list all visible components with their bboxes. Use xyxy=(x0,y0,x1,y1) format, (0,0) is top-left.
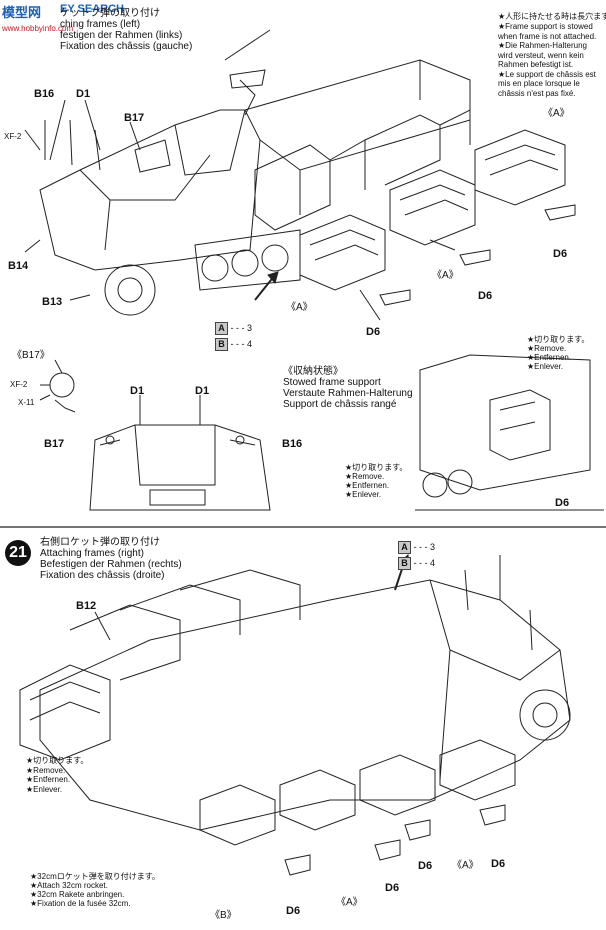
detail-b17-title: 《B17》 xyxy=(12,350,50,361)
part21-label-d6c: D6 xyxy=(418,860,433,872)
key-a-box: A xyxy=(215,322,228,335)
cut-note-en-2: ★Remove. xyxy=(345,472,385,481)
step20-note-en: ★Frame support is stowed when frame is n… xyxy=(498,22,597,41)
search-watermark: EY SEARCH xyxy=(60,3,124,15)
callout-a-right: 《A》 xyxy=(432,270,459,281)
step20-title-en: ching frames (left) xyxy=(60,19,141,30)
step20-title-de: festigen der Rahmen (links) xyxy=(60,30,183,41)
key21-b-value: 4 xyxy=(430,558,436,568)
step21-rocket-note: ★32cmロケット弾を取り付けます。 ★Attach 32cm rocket. … xyxy=(30,872,160,908)
rear-label-b17: B17 xyxy=(44,438,65,450)
key-b-dashes: - - - xyxy=(230,339,245,349)
part-label-d6-1: D6 xyxy=(366,326,381,338)
rocket-note-fr: ★Fixation de la fusée 32cm. xyxy=(30,899,131,908)
step21-title-en: Attaching frames (right) xyxy=(40,548,144,559)
key21-a-box: A xyxy=(398,541,411,554)
step20-title-fr: Fixation des châssis (gauche) xyxy=(60,41,193,52)
cut21-note-fr: ★Enlever. xyxy=(26,784,63,794)
step20-note-text: ★Frame support is stowed when frame is n… xyxy=(498,22,602,98)
rear-view-drawing xyxy=(89,395,271,511)
stowed-label-d6: D6 xyxy=(555,497,570,509)
part-label-b17: B17 xyxy=(124,112,145,124)
part21-label-d6d: D6 xyxy=(491,858,506,870)
key21-a-dashes: - - - xyxy=(413,542,428,552)
step21-title-jp: 右側ロケット弾の取り付け xyxy=(40,537,160,548)
step20-key-a: A - - - 3 xyxy=(215,322,252,335)
key21-b-box: B xyxy=(398,557,411,570)
b17-detail-drawing xyxy=(39,359,76,413)
rear-label-d1b: D1 xyxy=(195,385,210,397)
rocket-note-jp: ★32cmロケット弾を取り付けます。 xyxy=(30,872,160,881)
part-label-d1: D1 xyxy=(76,88,91,100)
callout21-a2: 《A》 xyxy=(452,860,479,871)
part-label-d6-2: D6 xyxy=(478,290,493,302)
stowed-title-de: Verstaute Rahmen-Halterung xyxy=(283,388,413,399)
part-label-d6-3: D6 xyxy=(553,248,568,260)
cut-note-jp-2: ★切り取ります。 xyxy=(345,463,408,472)
cut-note-fr-2: ★Enlever. xyxy=(345,490,382,499)
stowed-title-jp: 《収納状態》 xyxy=(283,366,343,377)
step-number-21: 21 xyxy=(5,540,31,566)
callout21-a1: 《A》 xyxy=(336,897,363,908)
key-b-value: 4 xyxy=(247,339,253,349)
site-logo: 模型网 xyxy=(2,5,42,20)
key21-b-dashes: - - - xyxy=(413,558,428,568)
key-b-box: B xyxy=(215,338,228,351)
step20-cut-note-top: ★切り取ります。 ★Remove. ★Entfernen. ★Enlever. xyxy=(527,335,589,371)
part21-label-d6b: D6 xyxy=(385,882,400,894)
part-label-b12: B12 xyxy=(76,600,97,612)
cut21-note-jp: ★切り取ります。 xyxy=(26,756,89,765)
cut-note-de: ★Entfernen. xyxy=(527,353,572,362)
step20-note-jp: ★人形に持たせる時は長穴ます。 xyxy=(498,12,606,21)
detail-x11: X-11 xyxy=(18,398,35,407)
part-label-b14: B14 xyxy=(8,260,29,272)
rocket-note-de: ★32cm Rakete anbringen. xyxy=(30,890,125,899)
halftrack-right-drawing xyxy=(19,553,571,876)
step21-cut-note: ★切り取ります。 ★Remove. ★Entfernen. ★Enlever. xyxy=(26,756,88,794)
step20-cut-note-bottom: ★切り取ります。 ★Remove. ★Entfernen. ★Enlever. xyxy=(345,463,407,499)
cut-note-jp: ★切り取ります。 xyxy=(527,335,590,344)
paint-label-xf2: XF-2 xyxy=(4,132,22,141)
rear-label-d1a: D1 xyxy=(130,385,145,397)
stowed-title-fr: Support de châssis rangé xyxy=(283,399,397,410)
rocket-note-en: ★Attach 32cm rocket. xyxy=(30,881,108,890)
step21-key-a: A - - - 3 xyxy=(398,541,435,554)
cut21-note-de: ★Entfernen. xyxy=(26,775,71,784)
part21-label-d6a: D6 xyxy=(286,905,301,917)
key-a-value: 3 xyxy=(247,323,253,333)
site-url: www.hobbyinfo.com xyxy=(2,24,74,33)
key21-a-value: 3 xyxy=(430,542,436,552)
step20-note-fr: ★Le support de châssis est mis en place … xyxy=(498,69,596,98)
halftrack-left-drawing xyxy=(24,29,576,321)
cut-note-de-2: ★Entfernen. xyxy=(345,481,390,490)
cut-note-fr: ★Enlever. xyxy=(527,362,564,371)
callout-a-top: 《A》 xyxy=(543,108,570,119)
step20-note-de: ★Die Rahmen-Halterung wird versteut, wen… xyxy=(498,41,587,69)
step20-key-b: B - - - 4 xyxy=(215,338,252,351)
cut-note-en: ★Remove. xyxy=(527,344,567,353)
step21-key-b: B - - - 4 xyxy=(398,557,435,570)
part-label-b16: B16 xyxy=(34,88,55,100)
stowed-support-drawing xyxy=(415,354,604,511)
step21-title-de: Befestigen der Rahmen (rechts) xyxy=(40,559,182,570)
detail-xf2: XF-2 xyxy=(10,380,28,389)
callout21-b: 《B》 xyxy=(210,910,237,921)
step20-title-jp: ケットプ弾の取り付け xyxy=(60,8,160,19)
callout-a-main: 《A》 xyxy=(286,302,313,313)
key-a-dashes: - - - xyxy=(230,323,245,333)
step21-title-fr: Fixation des châssis (droite) xyxy=(40,570,165,581)
stowed-title-en: Stowed frame support xyxy=(283,377,381,388)
cut21-note-en: ★Remove. xyxy=(26,765,66,775)
rear-label-b16: B16 xyxy=(282,438,303,450)
part-label-b13: B13 xyxy=(42,296,63,308)
